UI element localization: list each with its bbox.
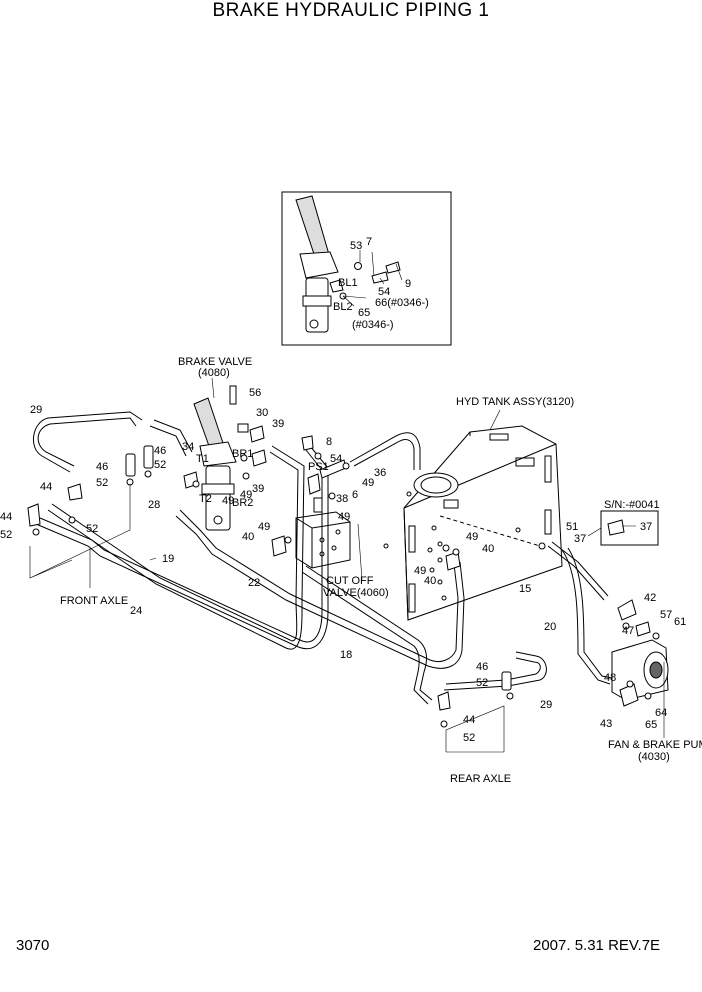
part-42: 42 xyxy=(644,592,656,604)
part-65-inset: 65 xyxy=(358,307,370,319)
label-br1: BR1 xyxy=(232,448,253,460)
part-30: 30 xyxy=(256,407,268,419)
part-20: 20 xyxy=(544,621,556,633)
label-cut-off: CUT OFF xyxy=(326,575,374,587)
part-53: 53 xyxy=(350,240,362,252)
part-43: 43 xyxy=(600,718,612,730)
part-46-rear: 46 xyxy=(476,661,488,673)
label-front-axle: FRONT AXLE xyxy=(60,595,128,607)
label-cut-off-valve: VALVE(4060) xyxy=(323,587,389,599)
part-64: 64 xyxy=(655,707,667,719)
part-44-rear: 44 xyxy=(463,714,475,726)
part-49-a: 49 xyxy=(222,495,234,507)
part-61: 61 xyxy=(674,616,686,628)
part-56: 56 xyxy=(249,387,261,399)
inset-pedal-detail xyxy=(281,191,452,346)
part-52-front-a: 52 xyxy=(0,529,12,541)
label-brake-valve: BRAKE VALVE xyxy=(178,356,252,368)
part-40-b: 40 xyxy=(482,543,494,555)
label-bl2: BL2 xyxy=(333,301,353,313)
fittings xyxy=(27,425,660,728)
part-46-front-b: 46 xyxy=(154,445,166,457)
label-fan-pump-code: (4030) xyxy=(638,751,670,763)
label-br2: BR2 xyxy=(232,497,253,509)
hyd-tank xyxy=(383,425,563,621)
part-44-front-b: 44 xyxy=(0,511,12,523)
part-39-b: 39 xyxy=(252,483,264,495)
part-44-front-a: 44 xyxy=(40,481,52,493)
part-39-a: 39 xyxy=(272,418,284,430)
part-19: 19 xyxy=(162,553,174,565)
part-46-front-a: 46 xyxy=(96,461,108,473)
pipe-network xyxy=(33,411,613,705)
part-52-front-c: 52 xyxy=(96,477,108,489)
part-65: 65 xyxy=(645,719,657,731)
part-47: 47 xyxy=(622,625,634,637)
part-65-inset-serial: (#0346-) xyxy=(352,319,394,331)
part-29-rear: 29 xyxy=(540,699,552,711)
part-49-g: 49 xyxy=(414,565,426,577)
label-hyd-tank: HYD TANK ASSY(3120) xyxy=(456,396,574,408)
part-57: 57 xyxy=(660,609,672,621)
label-ps1: PS1 xyxy=(308,461,329,473)
page-number: 3070 xyxy=(16,937,49,954)
part-29-front: 29 xyxy=(30,404,42,416)
part-37-b: 37 xyxy=(640,521,652,533)
part-37-a: 37 xyxy=(574,533,586,545)
label-t1: T1 xyxy=(196,453,209,465)
part-49-d: 49 xyxy=(338,511,350,523)
part-22: 22 xyxy=(248,577,260,589)
part-40-a: 40 xyxy=(242,531,254,543)
part-52-front-d: 52 xyxy=(154,459,166,471)
label-fan-pump: FAN & BRAKE PUMP xyxy=(608,739,702,751)
label-brake-valve-code: (4080) xyxy=(198,367,230,379)
serial-fitting xyxy=(607,519,625,536)
part-15: 15 xyxy=(519,583,531,595)
brake-valve xyxy=(193,385,249,531)
part-66: 66(#0346-) xyxy=(375,297,429,309)
part-49-c: 49 xyxy=(362,477,374,489)
label-t2: T2 xyxy=(199,493,212,505)
part-49-b: 49 xyxy=(240,489,252,501)
part-52-rear-a: 52 xyxy=(476,677,488,689)
part-40-c: 40 xyxy=(424,575,436,587)
part-34: 34 xyxy=(182,441,194,453)
part-7: 7 xyxy=(366,236,372,248)
diagram-title: BRAKE HYDRAULIC PIPING 1 xyxy=(212,0,490,21)
leader-lines xyxy=(29,484,505,753)
part-49-f: 49 xyxy=(466,531,478,543)
revision-info: 2007. 5.31 REV.7E xyxy=(533,937,660,954)
part-28: 28 xyxy=(148,499,160,511)
part-38: 38 xyxy=(336,493,348,505)
part-48: 48 xyxy=(604,672,616,684)
fan-brake-pump xyxy=(611,639,669,701)
part-54: 54 xyxy=(330,453,342,465)
part-18: 18 xyxy=(340,649,352,661)
part-52-front-b: 52 xyxy=(86,523,98,535)
part-49-e: 49 xyxy=(258,521,270,533)
part-6: 6 xyxy=(352,489,358,501)
part-8: 8 xyxy=(326,436,332,448)
part-54-inset: 54 xyxy=(378,286,390,298)
part-9: 9 xyxy=(405,278,411,290)
part-36: 36 xyxy=(374,467,386,479)
part-51: 51 xyxy=(566,521,578,533)
label-rear-axle: REAR AXLE xyxy=(450,773,511,785)
part-24: 24 xyxy=(130,605,142,617)
label-serial: S/N:-#0041 xyxy=(604,499,660,511)
cut-off-valve xyxy=(295,497,351,569)
part-52-rear-b: 52 xyxy=(463,732,475,744)
label-bl1: BL1 xyxy=(338,277,358,289)
